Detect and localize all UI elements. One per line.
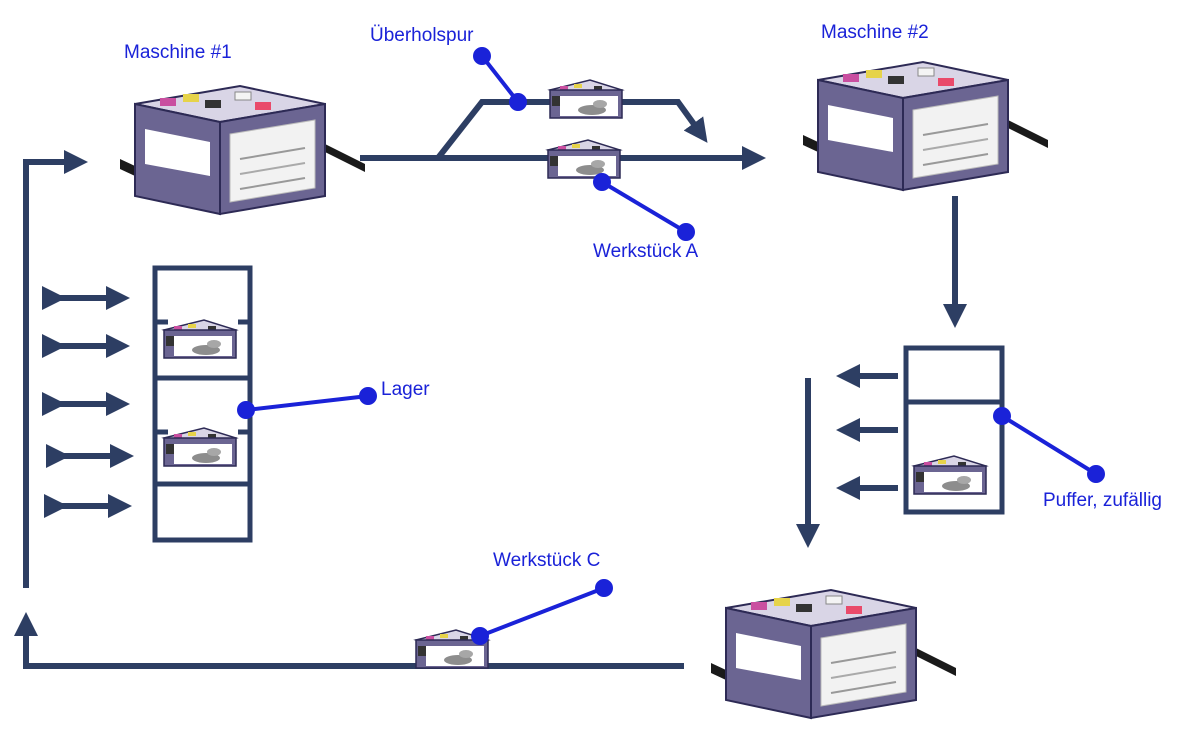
machine-3-icon bbox=[710, 589, 957, 719]
overtake-lane-label: Überholspur bbox=[370, 25, 474, 46]
carrier-storage-1-icon bbox=[163, 319, 237, 359]
machine-1-icon bbox=[119, 85, 366, 215]
callouts bbox=[237, 47, 1105, 645]
buffer-label: Puffer, zufällig bbox=[1043, 490, 1163, 511]
carrier-overtake-icon bbox=[549, 79, 623, 119]
return-line-arrow bbox=[13, 612, 684, 669]
buffer-rack bbox=[903, 345, 1005, 515]
machine-2-icon bbox=[802, 61, 1049, 191]
workpiece-c-label: Werkstück C bbox=[493, 550, 601, 571]
storage-rack bbox=[152, 265, 253, 543]
workpiece-a-label: Werkstück A bbox=[593, 241, 699, 262]
machine-2-label: Maschine #2 bbox=[821, 22, 929, 43]
flow-arrows bbox=[13, 99, 967, 669]
storage-label: Lager bbox=[381, 379, 430, 400]
carrier-buffer-icon bbox=[913, 455, 987, 495]
return-up-arrow bbox=[23, 150, 88, 588]
carrier-workpiece-a-icon bbox=[547, 139, 621, 179]
carrier-storage-2-icon bbox=[163, 427, 237, 467]
machine-1-label: Maschine #1 bbox=[124, 42, 232, 63]
